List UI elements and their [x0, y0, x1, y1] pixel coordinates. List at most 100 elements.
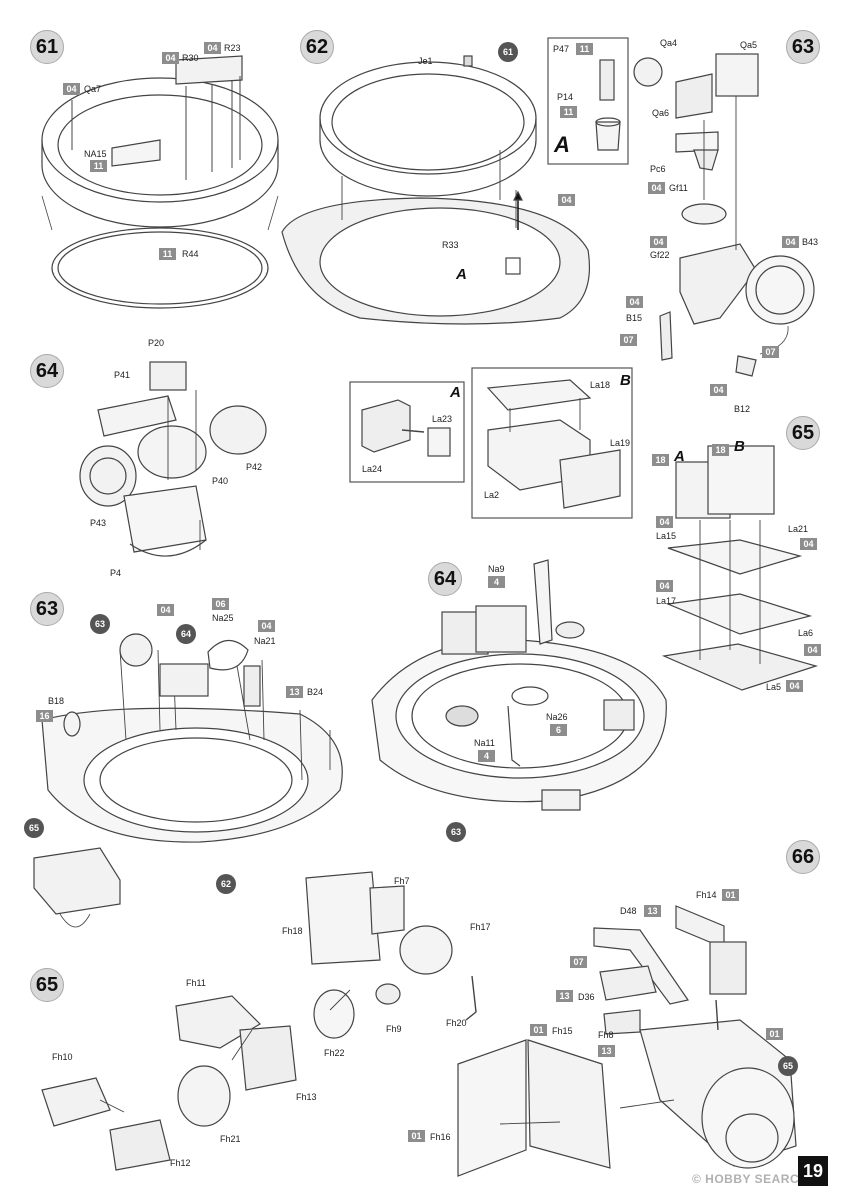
part-label-fh8: Fh8 [598, 1030, 614, 1040]
part-label-fh11: Fh11 [186, 978, 206, 988]
part-label-fh16: Fh16 [430, 1132, 451, 1142]
sprue-tag-la15: 04 [656, 516, 673, 528]
sprue-tag-07-step66: 07 [570, 956, 587, 968]
sprue-tag-b15: 04 [626, 296, 643, 308]
part-label-r33: R33 [442, 240, 459, 250]
part-label-la6: La6 [798, 628, 814, 638]
part-label-qa6: Qa6 [652, 108, 670, 118]
part-label-la23: La23 [432, 414, 453, 424]
sprue-tag-turret-base: 04 [558, 194, 575, 206]
part-label-la21: La21 [788, 524, 809, 534]
sprue-tag-fh16: 01 [408, 1130, 425, 1142]
sprue-tag-na15: 11 [90, 160, 107, 172]
part-label-gf22: Gf22 [650, 250, 670, 260]
ref-step-63-circle: 63 [90, 614, 110, 634]
part-label-la24: La24 [362, 464, 383, 474]
part-label-b24: B24 [307, 687, 324, 697]
step63-hull-drawing [33, 633, 343, 928]
part-label-gf11: Gf11 [669, 183, 688, 193]
ref-step-63-circle-mid: 63 [446, 822, 466, 842]
part-label-fh12: Fh12 [170, 1158, 191, 1168]
sprue-tag-r23: 04 [204, 42, 221, 54]
part-label-r23: R23 [224, 43, 241, 53]
sprue-tag-la21: 04 [800, 538, 817, 550]
part-label-p14: P14 [557, 92, 574, 102]
step65-gun-mount-drawing [41, 871, 477, 1171]
step61-ring-drawing [41, 55, 279, 309]
step-61-badge: 61 [30, 30, 64, 64]
step66-gun-assembly-drawing [457, 905, 797, 1177]
sprue-tag-18-a: 18 [652, 454, 669, 466]
part-label-je1: Je1 [418, 56, 433, 66]
step64-turret-drawing [371, 559, 667, 811]
detail-b-letter: B [620, 372, 631, 389]
part-label-r44: R44 [182, 249, 199, 259]
part-label-na25: Na25 [212, 613, 234, 623]
part-label-fh10: Fh10 [52, 1052, 73, 1062]
part-label-fh13: Fh13 [296, 1092, 317, 1102]
detail-a-drawing [361, 399, 451, 457]
part-label-r30: R30 [182, 53, 199, 63]
part-label-qa4: Qa4 [660, 38, 678, 48]
page-number: 19 [798, 1156, 828, 1186]
part-label-na11: Na11 [474, 738, 495, 748]
part-label-qa5: Qa5 [740, 40, 758, 50]
part-label-fh22: Fh22 [324, 1048, 345, 1058]
detail-a-letter: A [450, 384, 461, 401]
part-label-b15: B15 [626, 313, 643, 323]
part-label-fh7: Fh7 [394, 876, 410, 886]
sprue-tag-07-b: 07 [762, 346, 779, 358]
part-label-la2: La2 [484, 490, 500, 500]
step-64-badge-mid: 64 [428, 562, 462, 596]
part-label-p42: P42 [246, 462, 263, 472]
part-label-la18: La18 [590, 380, 611, 390]
sprue-tag-na21: 04 [258, 620, 275, 632]
part-label-fh21: Fh21 [220, 1134, 241, 1144]
ref-step-62-circle: 62 [216, 874, 236, 894]
part-label-p41: P41 [114, 370, 131, 380]
sprue-tag-la17: 04 [656, 580, 673, 592]
part-label-fh15: Fh15 [552, 1026, 573, 1036]
part-label-p4: P4 [110, 568, 122, 578]
sprue-tag-na26: 6 [550, 724, 567, 736]
step63-optics-drawing [633, 53, 815, 377]
part-label-pc6: Pc6 [650, 164, 666, 174]
sprue-tag-r44: 11 [159, 248, 176, 260]
part-label-fh17: Fh17 [470, 922, 491, 932]
part-label-na21: Na21 [254, 636, 276, 646]
watermark: © HOBBY SEARCH [692, 1172, 809, 1186]
part-label-la5: La5 [766, 682, 782, 692]
sprue-tag-la5: 04 [786, 680, 803, 692]
step-63-badge-mid: 63 [30, 592, 64, 626]
sprue-tag-gf22: 04 [650, 236, 667, 248]
part-label-fh9: Fh9 [386, 1024, 402, 1034]
ref-step-65-circle-mid: 65 [24, 818, 44, 838]
detail-b-drawing [486, 379, 621, 509]
sprue-tag-b24: 13 [286, 686, 303, 698]
sprue-tag-gf11: 04 [648, 182, 665, 194]
sprue-tag-fh14: 01 [722, 889, 739, 901]
inset-a-parts-drawing [595, 59, 621, 151]
part-label-d48: D48 [620, 906, 637, 916]
part-label-p40: P40 [212, 476, 229, 486]
sprue-tag-na25: 06 [212, 598, 229, 610]
sprue-tag-qa7: 04 [63, 83, 80, 95]
part-label-b43: B43 [802, 237, 819, 247]
step64-mount-drawing [79, 361, 267, 557]
sprue-tag-p14: 11 [560, 106, 577, 118]
part-label-d36: D36 [578, 992, 595, 1002]
step-62-badge: 62 [300, 30, 334, 64]
part-label-p43: P43 [90, 518, 107, 528]
ref-step-64-circle: 64 [176, 624, 196, 644]
part-label-qa7: Qa7 [84, 84, 102, 94]
ref-step-61-circle: 61 [498, 42, 518, 62]
part-label-fh20: Fh20 [446, 1018, 467, 1028]
part-label-la19: La19 [610, 438, 631, 448]
sprue-tag-b43: 04 [782, 236, 799, 248]
sprue-tag-18-b: 18 [712, 444, 729, 456]
part-label-p20: P20 [148, 338, 165, 348]
part-label-na15: NA15 [84, 149, 107, 159]
part-label-b18: B18 [48, 696, 65, 706]
